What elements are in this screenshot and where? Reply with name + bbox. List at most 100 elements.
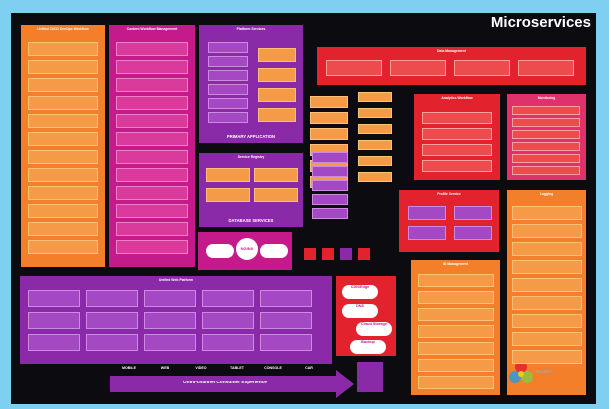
unified-tile bbox=[144, 312, 196, 329]
unified-tile bbox=[260, 312, 312, 329]
service-icon bbox=[340, 248, 352, 260]
channel-label: WEB bbox=[160, 366, 170, 370]
service-icon bbox=[304, 248, 316, 260]
devops-tile bbox=[28, 240, 98, 254]
lb-cloud-right bbox=[260, 244, 288, 258]
monitoring-tile bbox=[512, 130, 580, 139]
service-icon bbox=[322, 248, 334, 260]
unified-tile bbox=[86, 290, 138, 307]
devops-tile bbox=[28, 168, 98, 182]
service-tile bbox=[312, 166, 348, 177]
service-tile bbox=[312, 152, 348, 163]
cloud-0: CDN/Edge bbox=[342, 285, 378, 299]
cloud-2: Cloud Storage bbox=[356, 322, 392, 336]
monitoring-tile bbox=[512, 166, 580, 175]
id-tile bbox=[418, 325, 494, 338]
channel-label: TABLET bbox=[230, 366, 244, 370]
experience-arrowhead bbox=[336, 370, 354, 398]
unified-tile bbox=[144, 290, 196, 307]
unified-tile bbox=[260, 290, 312, 307]
devops-tile bbox=[28, 60, 98, 74]
content-tile bbox=[116, 114, 188, 128]
middleware-tile-b bbox=[358, 124, 392, 134]
data-management-tile bbox=[326, 60, 382, 76]
platform-orange-tile bbox=[258, 108, 296, 122]
devops-tile bbox=[28, 78, 98, 92]
platform-tile bbox=[208, 98, 248, 109]
nginx-logo-icon bbox=[509, 361, 533, 383]
content-tile bbox=[116, 186, 188, 200]
registry-tile bbox=[254, 168, 298, 182]
logging-tile bbox=[512, 314, 582, 328]
unified-platform-header: Unified Web Platform bbox=[158, 278, 194, 282]
id-tile bbox=[418, 274, 494, 287]
experience-arrow bbox=[110, 376, 338, 392]
cloud-1: DNS bbox=[342, 304, 378, 318]
platform-tile bbox=[208, 84, 248, 95]
content-tile bbox=[116, 42, 188, 56]
analytics-tile bbox=[422, 144, 492, 156]
logging-tile bbox=[512, 242, 582, 256]
content-tile bbox=[116, 132, 188, 146]
unified-tile bbox=[28, 312, 80, 329]
service-tile bbox=[312, 208, 348, 219]
content-tile bbox=[116, 168, 188, 182]
devops-header: Unified CI/CD DevOps Workflow bbox=[37, 27, 89, 31]
devops-tile bbox=[28, 150, 98, 164]
id-tile bbox=[418, 308, 494, 321]
platform-header: Platform Services bbox=[236, 27, 266, 31]
platform-tile bbox=[208, 56, 248, 67]
registry-tile bbox=[206, 188, 250, 202]
experience-end-box bbox=[357, 362, 383, 392]
profile-panel: Profile Service bbox=[399, 190, 499, 252]
platform-tile bbox=[208, 42, 248, 53]
logging-header: Logging bbox=[539, 192, 554, 196]
content-header: Content Workflow Management bbox=[126, 27, 178, 31]
channel-label: MOBILE bbox=[122, 366, 136, 370]
devops-tile bbox=[28, 204, 98, 218]
logging-tile bbox=[512, 350, 582, 364]
logging-tile bbox=[512, 332, 582, 346]
unified-tile bbox=[28, 290, 80, 307]
id-tile bbox=[418, 342, 494, 355]
page-title: Microservices bbox=[490, 14, 591, 31]
middleware-tile-b bbox=[358, 92, 392, 102]
analytics-tile bbox=[422, 128, 492, 140]
analytics-header: Analytics Workflow bbox=[441, 96, 473, 100]
profile-tile bbox=[454, 226, 492, 240]
channel-label: CONSOLE bbox=[264, 366, 282, 370]
content-tile bbox=[116, 222, 188, 236]
monitoring-tile bbox=[512, 118, 580, 127]
unified-tile bbox=[28, 334, 80, 351]
unified-tile bbox=[144, 334, 196, 351]
registry-header: Service Registry bbox=[237, 155, 265, 159]
logging-tile bbox=[512, 296, 582, 310]
logging-tile bbox=[512, 278, 582, 292]
brand-label: NGINX bbox=[536, 370, 552, 375]
channel-label: CAR bbox=[305, 366, 313, 370]
unified-tile bbox=[202, 312, 254, 329]
unified-tile bbox=[260, 334, 312, 351]
logging-tile bbox=[512, 260, 582, 274]
lb-cloud-left bbox=[206, 244, 234, 258]
content-tile bbox=[116, 60, 188, 74]
platform-orange-tile bbox=[258, 68, 296, 82]
content-tile bbox=[116, 240, 188, 254]
profile-tile bbox=[454, 206, 492, 220]
monitoring-tile bbox=[512, 154, 580, 163]
middleware-tile bbox=[310, 96, 348, 108]
platform-orange-tile bbox=[258, 88, 296, 102]
profile-tile bbox=[408, 206, 446, 220]
id-tile bbox=[418, 291, 494, 304]
id-management-header: ID Management bbox=[442, 262, 469, 266]
cloud-3: Backup bbox=[350, 340, 386, 354]
content-tile bbox=[116, 150, 188, 164]
unified-tile bbox=[202, 290, 254, 307]
platform-orange-tile bbox=[258, 48, 296, 62]
content-tile bbox=[116, 204, 188, 218]
platform-tile bbox=[208, 70, 248, 81]
service-tile bbox=[312, 180, 348, 191]
middleware-tile-b bbox=[358, 108, 392, 118]
registry-tile bbox=[206, 168, 250, 182]
data-management-tile bbox=[518, 60, 574, 76]
